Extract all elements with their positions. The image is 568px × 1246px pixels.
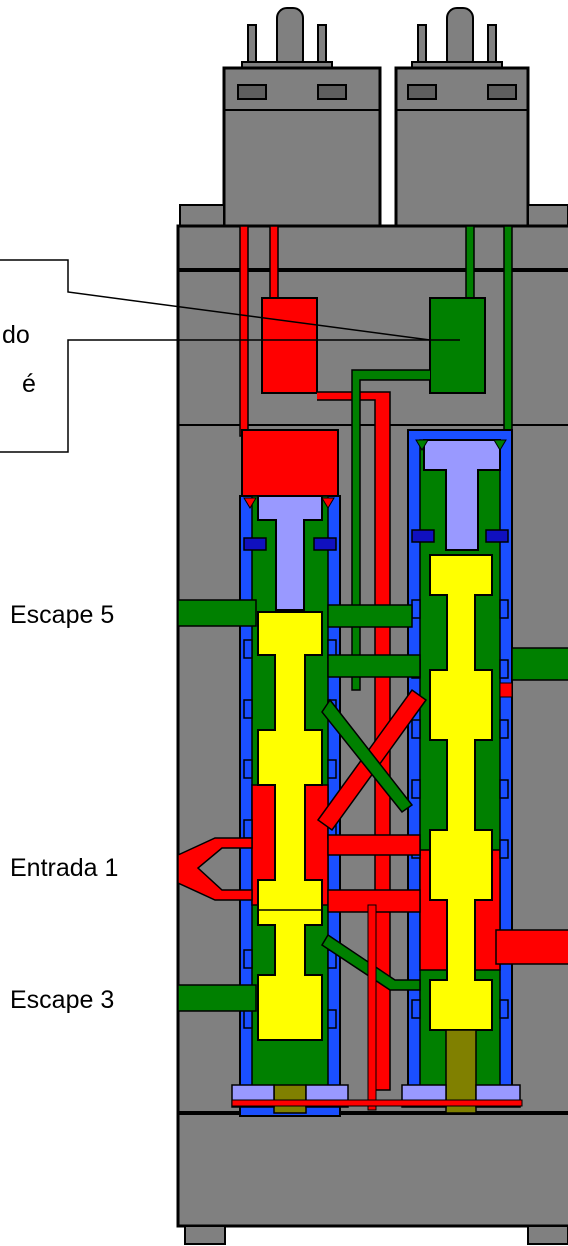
spool-assembly-left (231, 429, 349, 1117)
solenoid-pilot-left (179, 7, 382, 228)
callout-leaders (0, 259, 460, 453)
callout-text-fragment-2: é (22, 370, 36, 398)
label-escape-3: Escape 3 (10, 986, 115, 1014)
outlet-port-2 (495, 929, 568, 965)
callout-text-fragment-1: do (2, 321, 30, 349)
outlet-port-4 (511, 647, 568, 681)
exhaust-port-5 (177, 599, 421, 678)
exhaust-port-3 (177, 698, 421, 1012)
label-escape-5: Escape 5 (10, 601, 115, 629)
pilot-return-line (231, 904, 523, 1111)
label-entrada-1: Entrada 1 (10, 854, 119, 882)
solenoid-pilot-right (394, 7, 568, 228)
spool-assembly-right (401, 429, 521, 1114)
